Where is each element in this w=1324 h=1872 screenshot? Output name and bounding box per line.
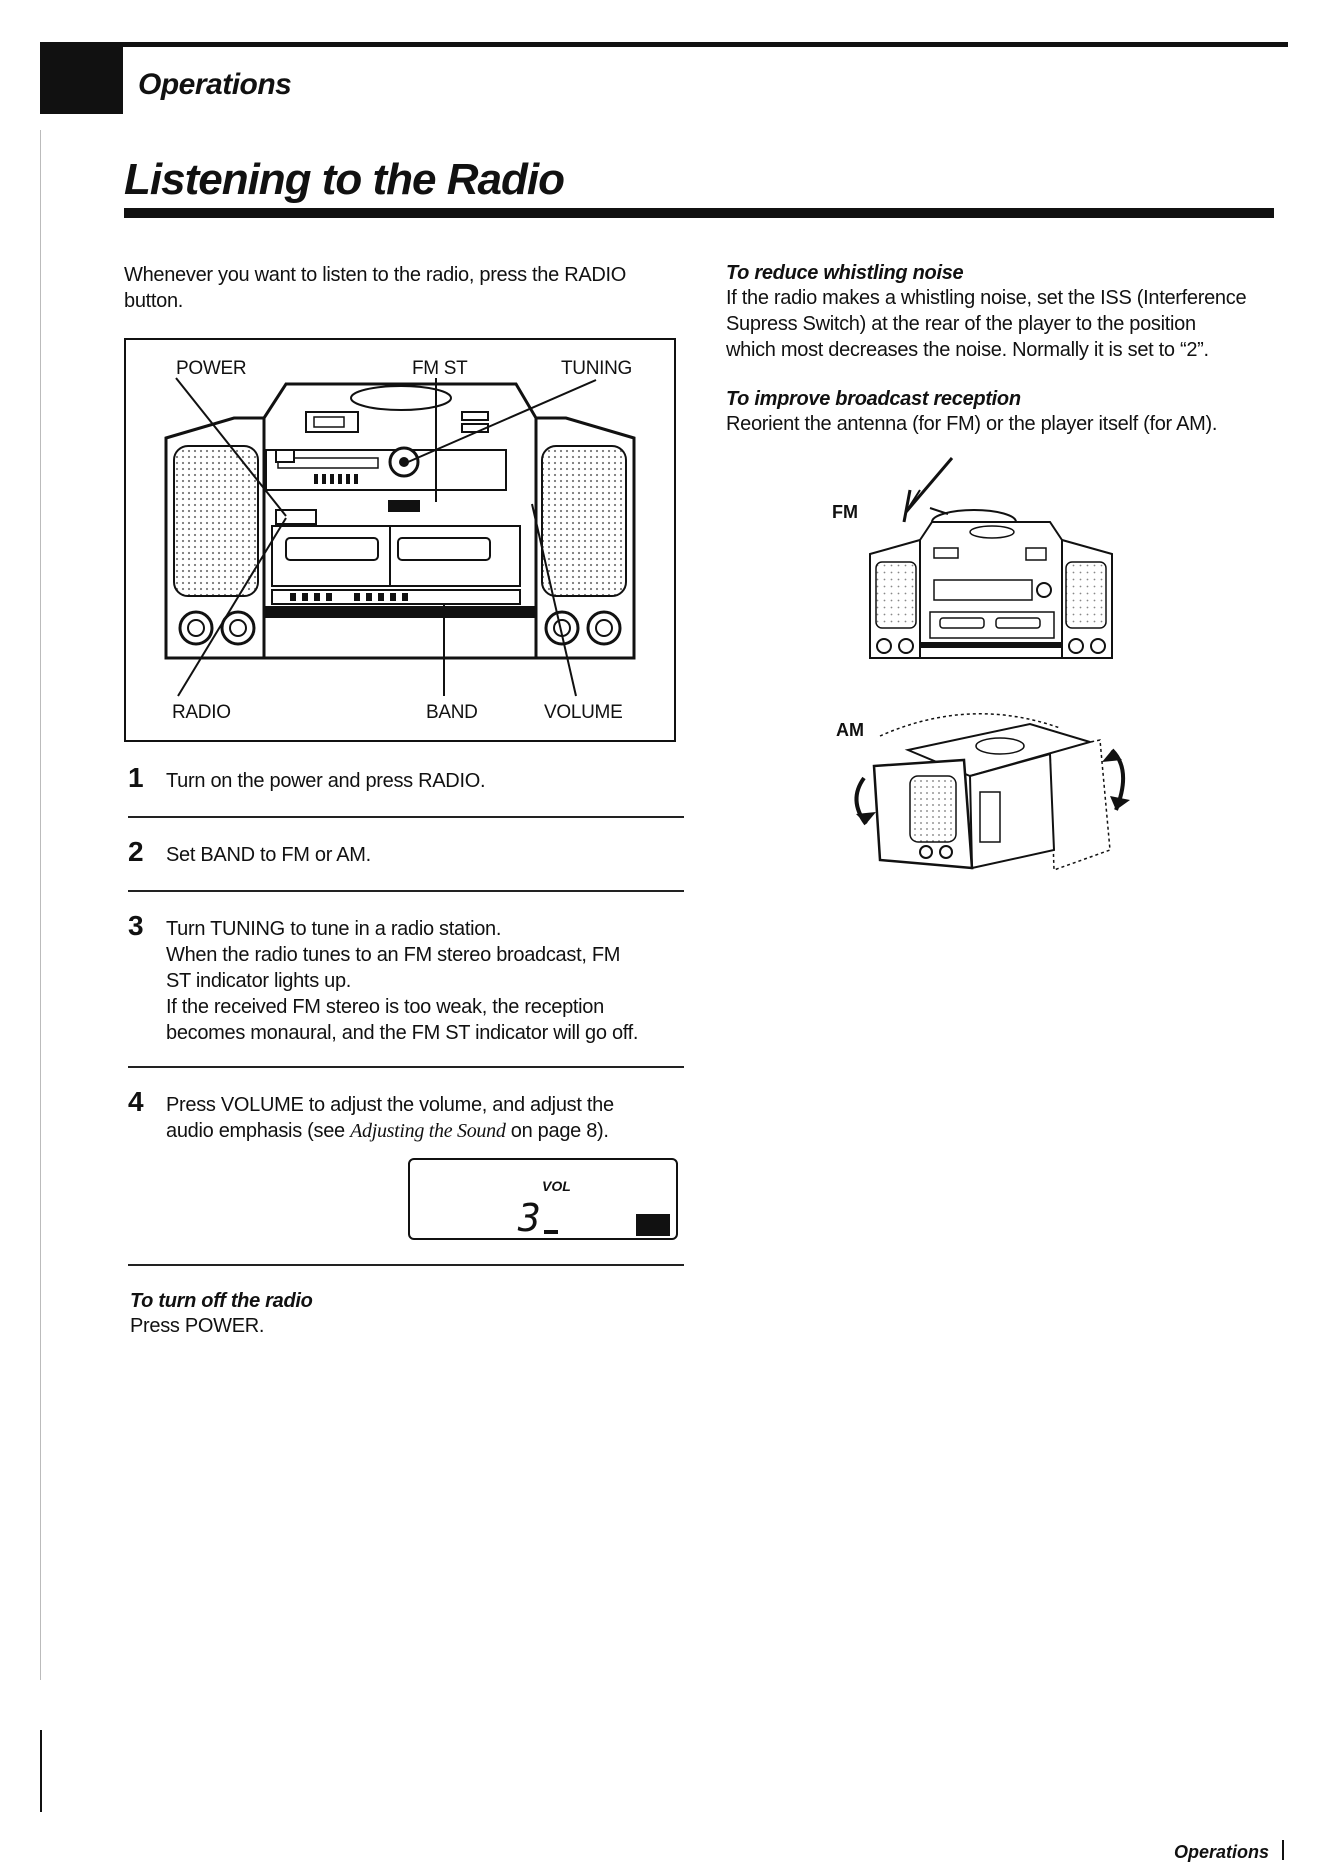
step-divider [128,816,684,818]
vol-cursor [544,1230,558,1234]
reception-line: Reorient the antenna (for FM) or the pla… [726,413,1218,435]
step-line: Turn TUNING to tune in a radio station. [166,918,502,940]
vol-label: VOL [542,1178,571,1194]
margin-mark [40,1730,42,1812]
whistle-line: which most decreases the noise. Normally… [726,339,1209,361]
reception-section: To improve broadcast reception Reorient … [726,388,1286,437]
page-title: Listening to the Radio [124,155,565,204]
step-line: Turn on the power and press RADIO. [166,770,486,792]
turn-off-heading: To turn off the radio [130,1290,313,1312]
vol-value: 3 [518,1196,541,1240]
whistle-paragraph: If the radio makes a whistling noise, se… [726,285,1286,363]
step-line: ST indicator lights up. [166,970,352,992]
label-volume: VOLUME [544,702,623,723]
label-radio: RADIO [172,702,231,723]
vol-level-block [636,1214,670,1236]
am-rotate-illustration [854,713,1130,872]
whistle-heading: To reduce whistling noise [726,262,964,284]
margin-line [40,130,41,1680]
stereo-illustration [164,377,636,697]
turn-off-section: To turn off the radio Press POWER. [130,1290,670,1339]
top-rule [40,42,1288,47]
step-line-text: audio emphasis (see [166,1120,351,1142]
turn-off-text: Press POWER. [130,1315,265,1337]
step-line: If the received FM stereo is too weak, t… [166,996,604,1018]
step-text: Set BAND to FM or AM. [166,842,686,868]
step-line: Press VOLUME to adjust the volume, and a… [166,1094,614,1116]
label-band: BAND [426,702,478,723]
step-line-text: on page 8). [505,1120,609,1142]
step-1: 1 Turn on the power and press RADIO. [128,762,684,812]
footer-section-label: Operations [1174,1842,1270,1862]
label-tuning: TUNING [561,358,633,379]
step-2: 2 Set BAND to FM or AM. [128,836,684,886]
intro-line: button. [124,290,184,312]
step-line: When the radio tunes to an FM stereo bro… [166,944,621,966]
step-number: 2 [128,836,144,867]
reception-paragraph: Reorient the antenna (for FM) or the pla… [726,411,1286,437]
stereo-diagram: POWER FM ST TUNING RADIO BAND VOLUME [124,338,676,742]
step-number: 4 [128,1086,144,1117]
whistle-line: If the radio makes a whistling noise, se… [726,287,1247,309]
intro-paragraph: Whenever you want to listen to the radio… [124,262,684,314]
whistle-section: To reduce whistling noise If the radio m… [726,262,1286,363]
step-line: Set BAND to FM or AM. [166,844,371,866]
fm-label: FM [832,502,858,522]
am-label: AM [836,720,864,740]
header-black-tab [40,42,123,114]
step-text: Press VOLUME to adjust the volume, and a… [166,1092,686,1144]
reception-heading: To improve broadcast reception [726,388,1021,410]
step-number: 1 [128,762,144,793]
step-text: Turn on the power and press RADIO. [166,768,686,794]
fm-antenna-illustration [869,457,1113,659]
step-divider [128,890,684,892]
step-3: 3 Turn TUNING to tune in a radio station… [128,910,684,1060]
step-4: 4 Press VOLUME to adjust the volume, and… [128,1086,684,1156]
footer-bar [1282,1840,1284,1860]
step-line: becomes monaural, and the FM ST indicato… [166,1022,639,1044]
cross-reference: Adjusting the Sound [350,1120,506,1142]
label-fm-st: FM ST [412,358,468,379]
step-divider [128,1066,684,1068]
step-number: 3 [128,910,144,941]
title-rule [124,208,1274,218]
step-line: audio emphasis (see Adjusting the Sound … [166,1118,686,1144]
whistle-line: Supress Switch) at the rear of the playe… [726,313,1196,335]
step-divider [128,1264,684,1266]
label-power: POWER [176,358,247,379]
vol-display: VOL 3 [408,1158,678,1240]
intro-line: Whenever you want to listen to the radio… [124,264,627,286]
step-text: Turn TUNING to tune in a radio station. … [166,916,686,1046]
section-label: Operations [138,68,292,101]
